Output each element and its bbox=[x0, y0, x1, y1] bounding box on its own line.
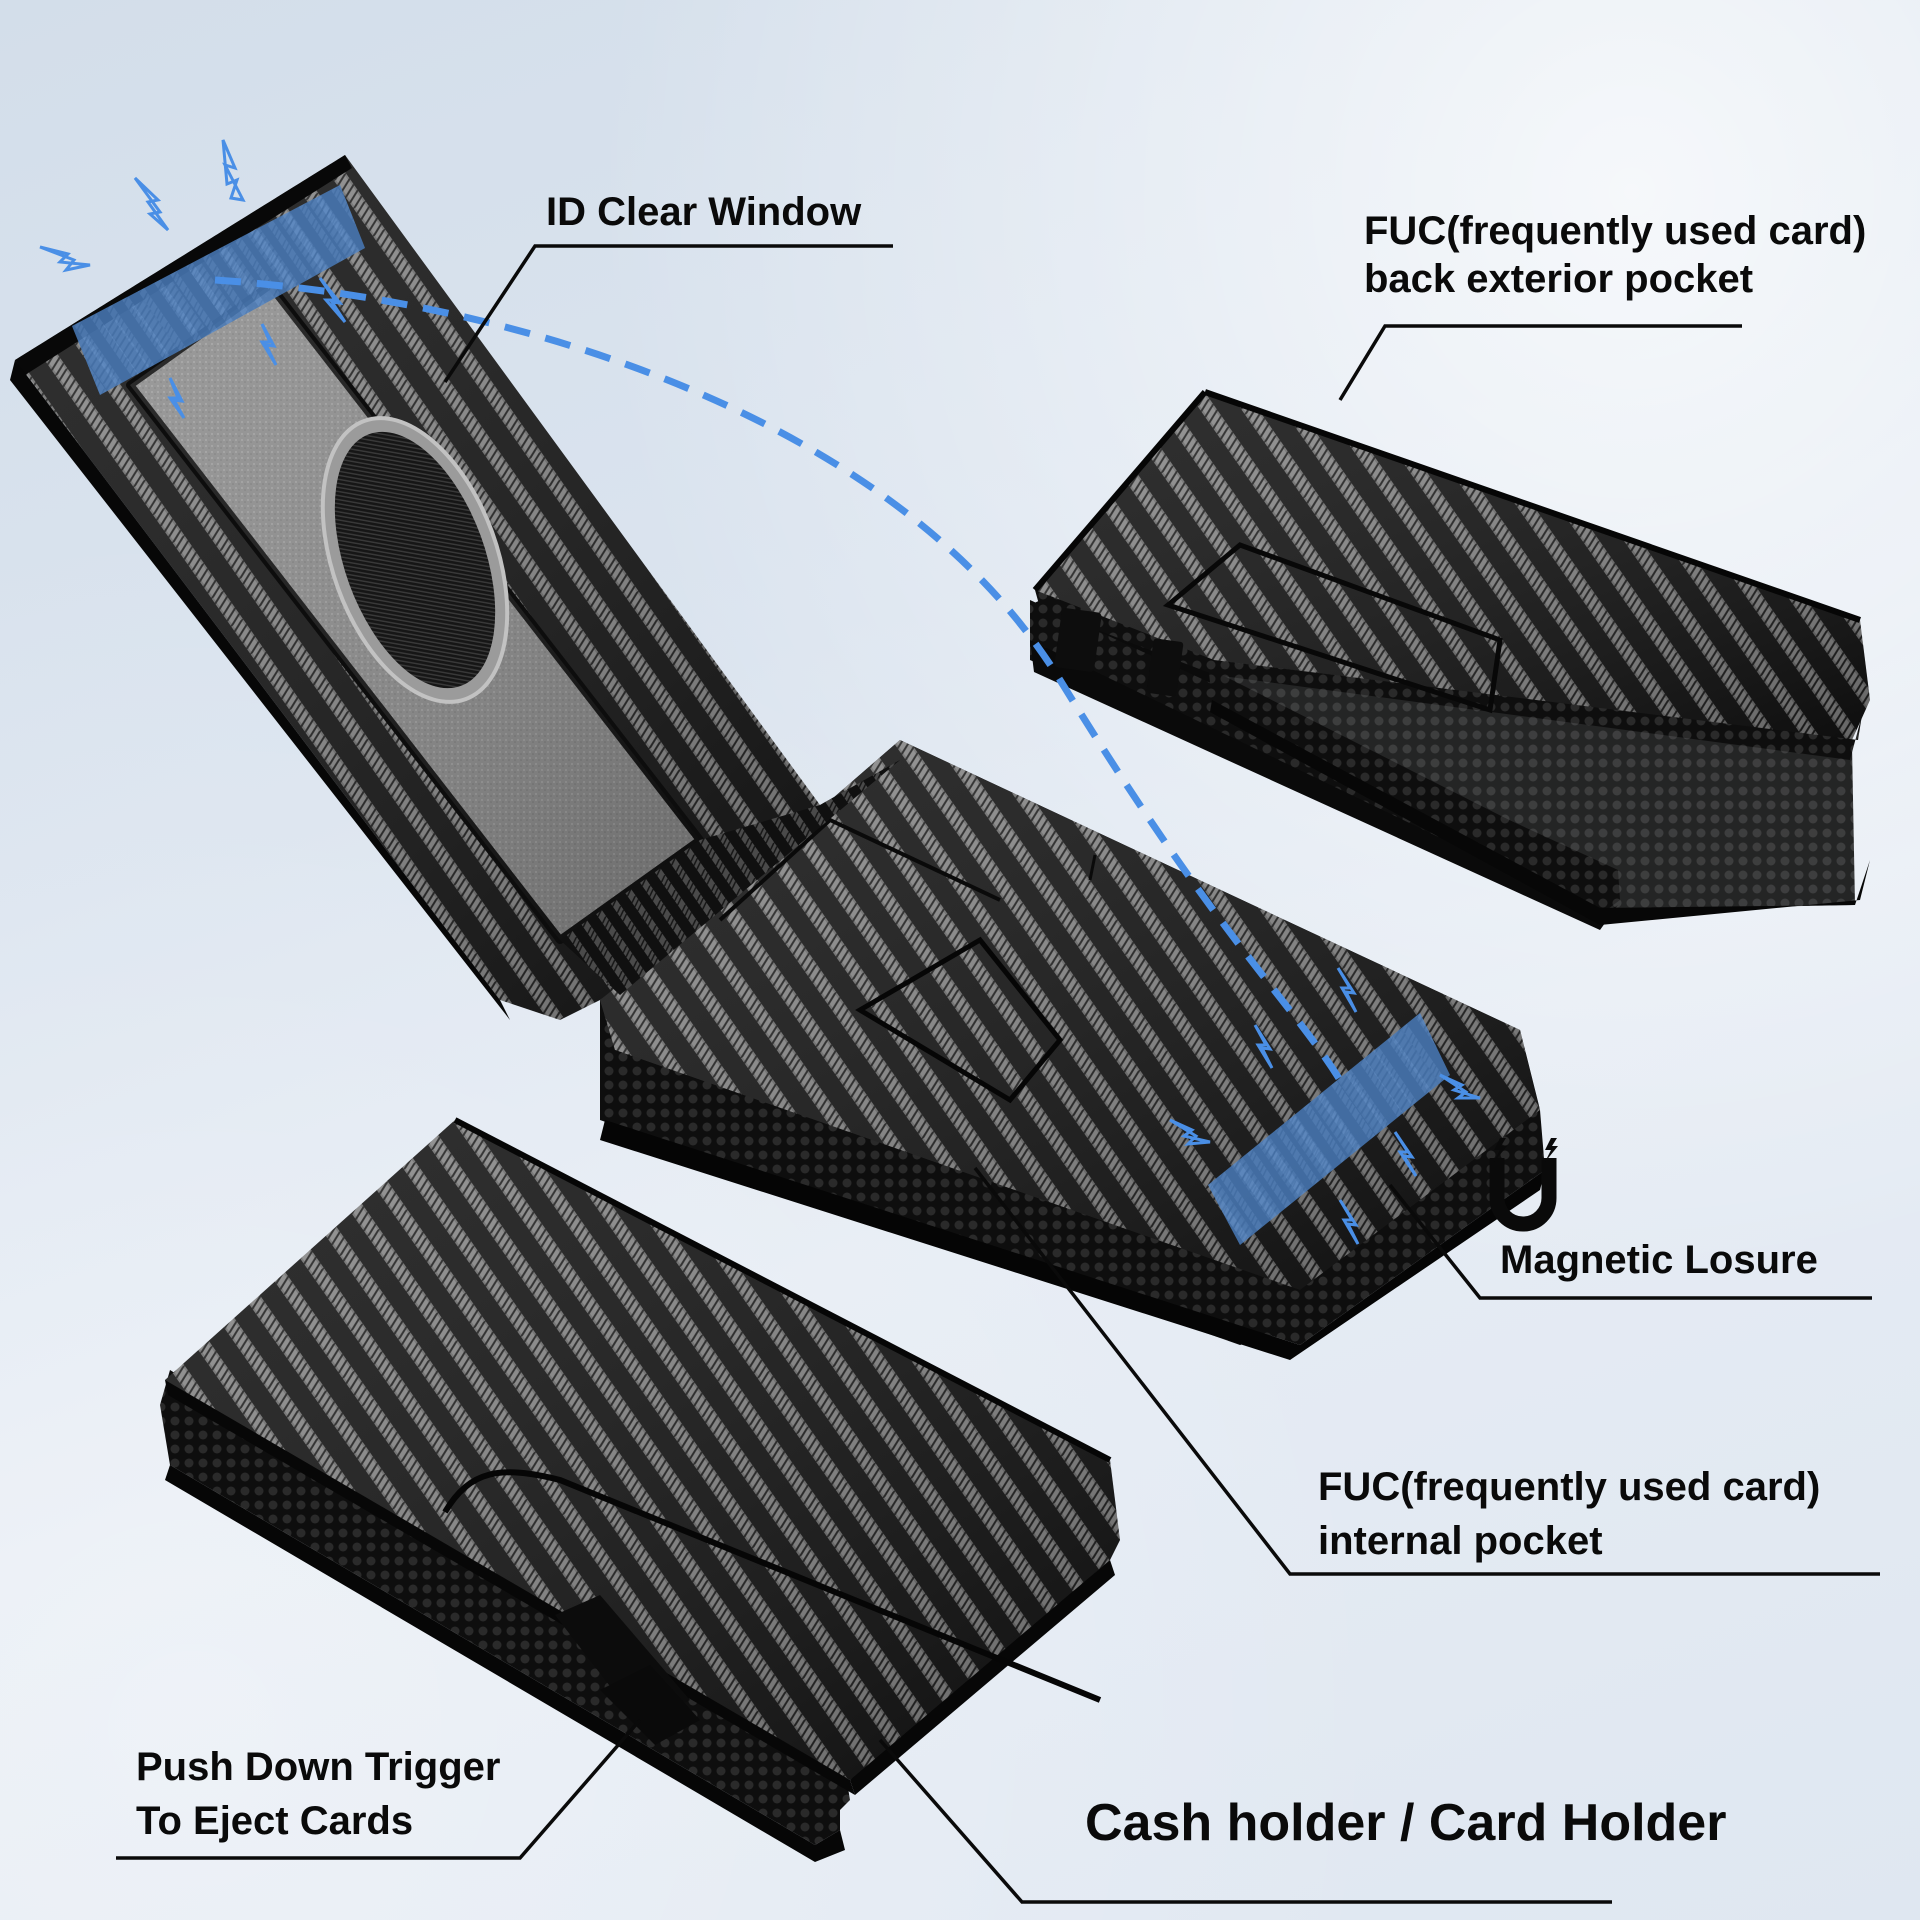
lightning-bolt-icon bbox=[259, 323, 278, 366]
leader-id-window bbox=[443, 244, 893, 383]
lightning-bolt-icon bbox=[1439, 1073, 1481, 1100]
spark-icon bbox=[1545, 1138, 1558, 1162]
label-cash-card-holder: Cash holder / Card Holder bbox=[1085, 1794, 1727, 1852]
wallet-closed-top-right bbox=[1030, 389, 1870, 930]
id-panel bbox=[10, 155, 900, 1020]
lightning-bolts bbox=[39, 139, 1481, 1245]
lightning-bolt-icon bbox=[1169, 1118, 1211, 1146]
magnetic-arc bbox=[214, 276, 1343, 1082]
label-back-exterior-pocket: FUC(frequently used card) back exterior … bbox=[1364, 209, 1867, 301]
lightning-bolt-icon bbox=[167, 377, 186, 419]
lightning-bolt-icon bbox=[1253, 1024, 1274, 1069]
exterior-pocket-slot bbox=[442, 1469, 1102, 1703]
lightning-bolt-icon bbox=[1336, 967, 1358, 1013]
lightning-bolt-icon bbox=[318, 277, 347, 323]
leader-lines bbox=[116, 244, 1880, 1904]
internal-pocket-outline bbox=[855, 936, 1064, 1104]
leader-holder bbox=[878, 1738, 1612, 1904]
spark-icon bbox=[1494, 1138, 1507, 1162]
label-push-trigger: Push Down Trigger To Eject Cards bbox=[136, 1745, 501, 1843]
leader-back-pocket bbox=[1338, 324, 1742, 401]
lightning-bolt-icon bbox=[221, 139, 246, 202]
label-internal-pocket: FUC(frequently used card) internal pocke… bbox=[1318, 1465, 1821, 1563]
lightning-bolt-icon bbox=[1338, 1199, 1360, 1245]
lightning-bolt-icon bbox=[39, 245, 91, 273]
eject-trigger-top bbox=[1054, 608, 1102, 672]
label-id-clear-window: ID Clear Window bbox=[546, 190, 862, 234]
label-magnetic-closure: Magnetic Losure bbox=[1500, 1238, 1818, 1282]
leader-trigger bbox=[116, 1718, 642, 1860]
wallet-closed-bottom-left bbox=[160, 1117, 1120, 1862]
leader-magnet bbox=[1388, 1183, 1872, 1300]
lightning-bolt-icon bbox=[133, 176, 170, 232]
leader-internal-pocket bbox=[973, 1166, 1880, 1576]
magnet-icon bbox=[1489, 1138, 1558, 1232]
lightning-bolt-icon bbox=[1393, 1131, 1418, 1177]
